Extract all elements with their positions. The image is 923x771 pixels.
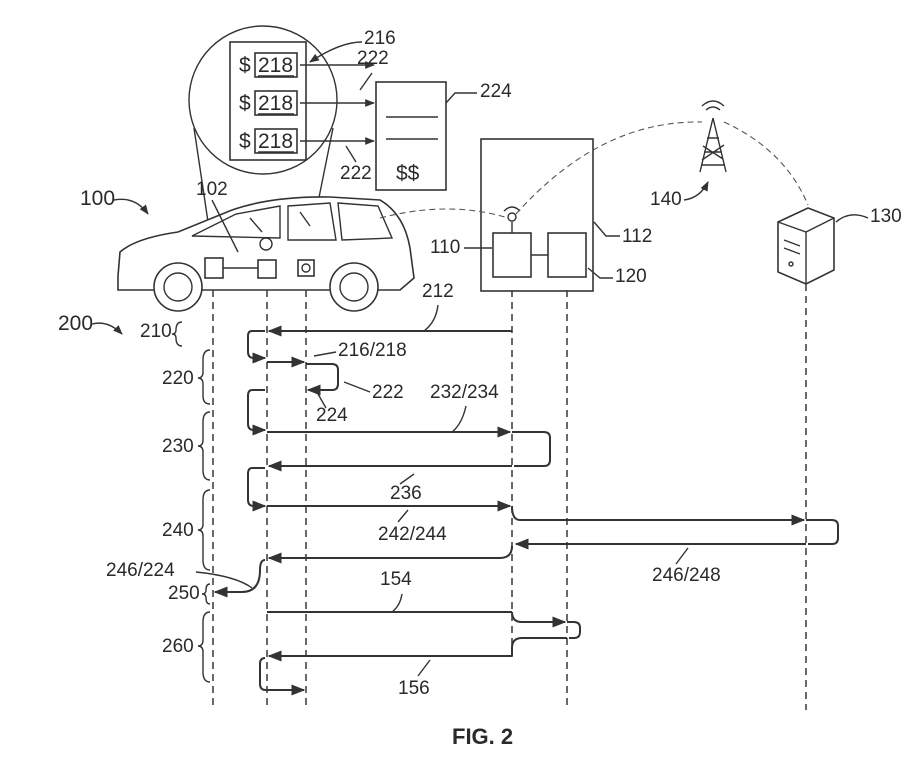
ref-140: 140 — [650, 189, 682, 210]
ref-212: 212 — [422, 281, 454, 302]
ref-210: 210 — [140, 321, 172, 342]
price-display-panel: $ 218 $ 218 $ 218 — [229, 41, 307, 161]
ref-232-234: 232/234 — [430, 382, 499, 403]
ref-154: 154 — [380, 569, 412, 590]
receipt: $$ — [375, 81, 447, 191]
ref-250: 250 — [168, 583, 200, 604]
ref-224-low: 224 — [316, 405, 348, 426]
dollar-sign-1: $ — [239, 54, 251, 77]
ref-236: 236 — [390, 483, 422, 504]
price-value-3: 218 — [258, 130, 293, 153]
ref-100: 100 — [80, 187, 115, 210]
ref-216-218: 216/218 — [338, 340, 407, 361]
price-value-2: 218 — [258, 92, 293, 115]
ref-120: 120 — [615, 266, 647, 287]
figure-caption: FIG. 2 — [452, 724, 513, 749]
dollar-sign-3: $ — [239, 130, 251, 153]
ref-130: 130 — [870, 206, 902, 227]
ref-222-low: 222 — [340, 163, 372, 184]
ref-240: 240 — [162, 520, 194, 541]
ref-260: 260 — [162, 636, 194, 657]
ref-246-224: 246/224 — [106, 560, 175, 581]
server-icon — [777, 207, 835, 285]
ref-246-248: 246/248 — [652, 565, 721, 586]
ref-224: 224 — [480, 81, 512, 102]
ref-220: 220 — [162, 368, 194, 389]
dollar-sign-2: $ — [239, 92, 251, 115]
ref-102: 102 — [196, 179, 228, 200]
ref-222-top: 222 — [357, 48, 389, 69]
ref-242-244: 242/244 — [378, 524, 447, 545]
receipt-total: $$ — [396, 162, 420, 185]
ref-222-mid: 222 — [372, 382, 404, 403]
ref-112: 112 — [622, 226, 652, 247]
ref-110: 110 — [430, 237, 460, 258]
ref-216: 216 — [364, 28, 396, 49]
vehicle-drawing — [117, 196, 415, 312]
price-value-1: 218 — [258, 54, 293, 77]
ref-156: 156 — [398, 678, 430, 699]
tower-icon — [699, 100, 727, 173]
ref-200: 200 — [58, 312, 93, 335]
station-housing — [480, 138, 594, 292]
ref-230: 230 — [162, 436, 194, 457]
